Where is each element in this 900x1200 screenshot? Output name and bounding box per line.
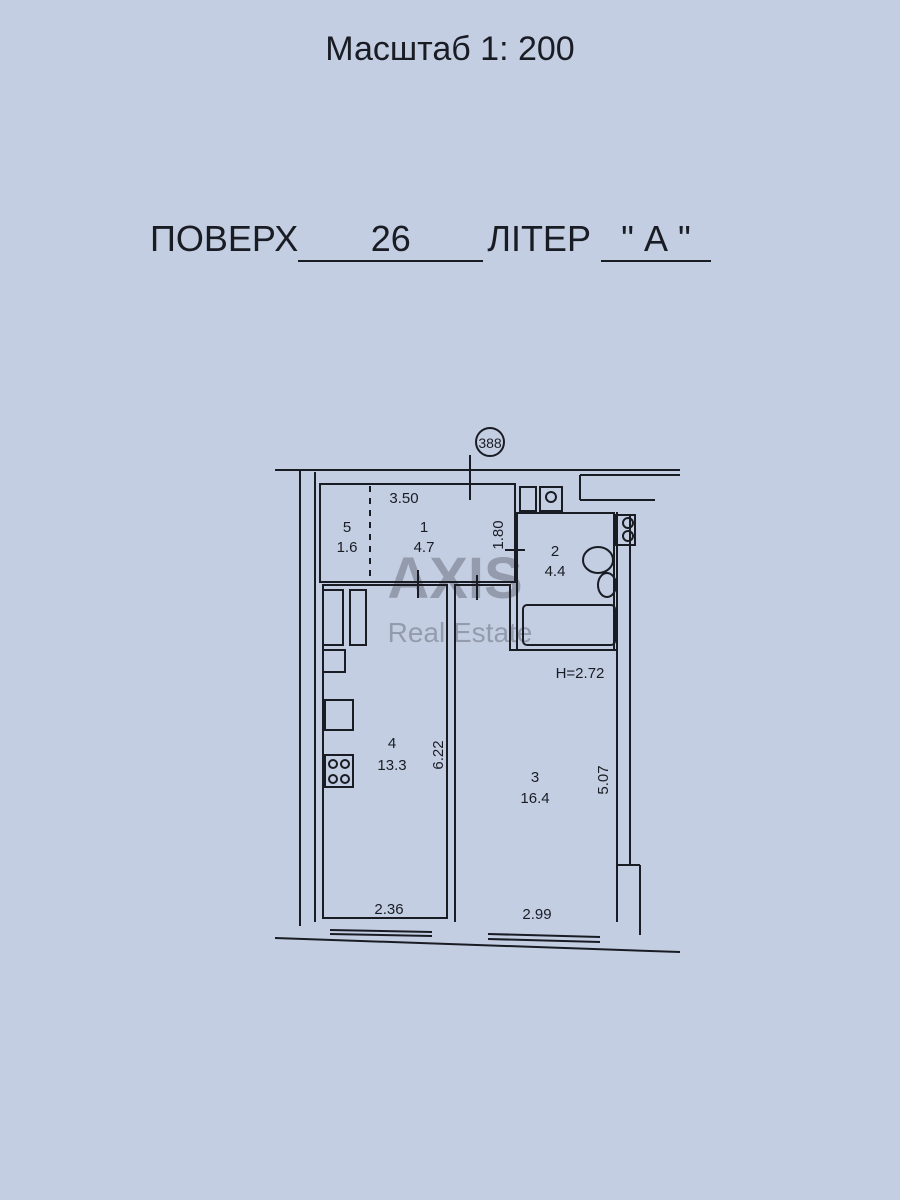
- room-2-number: 2: [551, 543, 559, 560]
- floor-label: ПОВЕРХ: [150, 218, 299, 259]
- scale-label: Масштаб 1: 200: [325, 30, 575, 68]
- watermark-sub: Real Estate: [388, 617, 533, 648]
- room-2-area: 4.4: [545, 563, 566, 580]
- dim-room-width: 2.99: [522, 906, 551, 923]
- axis-marker: 388: [478, 435, 502, 451]
- watermark-brand: AXIS: [387, 546, 522, 611]
- room-5-number: 5: [343, 519, 351, 536]
- windows: [329, 929, 601, 943]
- room-4-outline: [322, 584, 448, 919]
- dim-kitchen-length: 6.22: [430, 740, 447, 769]
- dim-kitchen-width: 2.36: [374, 901, 403, 918]
- bathtub-icon: [522, 604, 616, 646]
- axis-marker-circle: [475, 427, 505, 457]
- floor-value: 26: [298, 218, 484, 262]
- letter-value: " А ": [600, 218, 711, 262]
- room-3-area: 16.4: [520, 790, 549, 807]
- watermark: AXIS Real Estate: [387, 546, 532, 648]
- dim-hall-depth: 1.80: [490, 520, 507, 549]
- room-3-number: 3: [531, 769, 539, 786]
- room-4-area: 13.3: [377, 757, 406, 774]
- sink-icon: [597, 572, 617, 598]
- stove-icon: [324, 754, 354, 788]
- room-3-outline: [454, 584, 618, 922]
- room-1-number: 1: [420, 519, 428, 536]
- room-5-area: 1.6: [337, 539, 358, 556]
- toilet-icon: [582, 546, 614, 574]
- room-4-number: 4: [388, 735, 396, 752]
- room-1-area: 4.7: [414, 539, 435, 556]
- dim-hall-width: 3.50: [389, 490, 418, 507]
- ceiling-height: H=2.72: [556, 665, 605, 682]
- letter-label: ЛІТЕР: [487, 218, 591, 259]
- sink-icon: [324, 699, 354, 731]
- dim-room-length: 5.07: [595, 765, 612, 794]
